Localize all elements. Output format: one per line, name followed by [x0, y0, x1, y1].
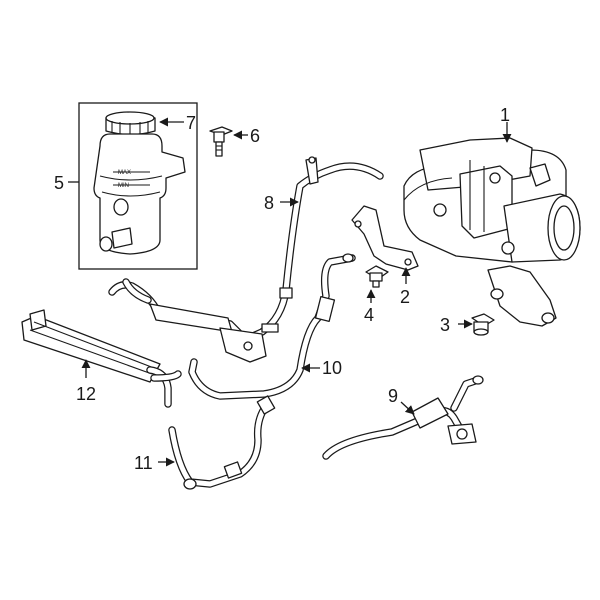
callout-4: 4 [364, 305, 374, 325]
hose-8 [240, 156, 384, 344]
bolt-6 [209, 126, 233, 157]
callout-1: 1 [500, 105, 510, 125]
hose-11 [168, 395, 276, 490]
power-steering-pump [403, 137, 581, 327]
min-mark: MIN [118, 183, 129, 189]
leaders [68, 117, 512, 467]
bolt-4 [365, 265, 389, 288]
reservoir-box [78, 102, 198, 270]
reservoir-assembly: MAX MIN [78, 102, 198, 270]
callout-12: 12 [76, 384, 96, 404]
reservoir-tank: MAX MIN [93, 133, 186, 255]
hose-9 [322, 375, 484, 460]
callout-10: 10 [322, 358, 342, 378]
callout-11: 11 [134, 453, 153, 473]
hose-assembly-upper-left [108, 278, 279, 363]
max-mark: MAX [118, 170, 131, 176]
hose-10 [188, 253, 356, 400]
callout-9: 9 [388, 386, 398, 406]
callout-2: 2 [400, 287, 410, 307]
oil-cooler-12 [21, 309, 182, 408]
callout-labels: 1 2 3 4 5 6 7 8 9 10 11 12 [54, 105, 510, 473]
callout-7: 7 [186, 113, 196, 133]
bracket-2 [351, 205, 419, 271]
callout-8: 8 [264, 193, 274, 213]
bolt-3 [471, 313, 495, 336]
callout-3: 3 [440, 315, 450, 335]
callout-5: 5 [54, 173, 64, 193]
reservoir-cap [105, 111, 156, 136]
callout-6: 6 [250, 126, 260, 146]
